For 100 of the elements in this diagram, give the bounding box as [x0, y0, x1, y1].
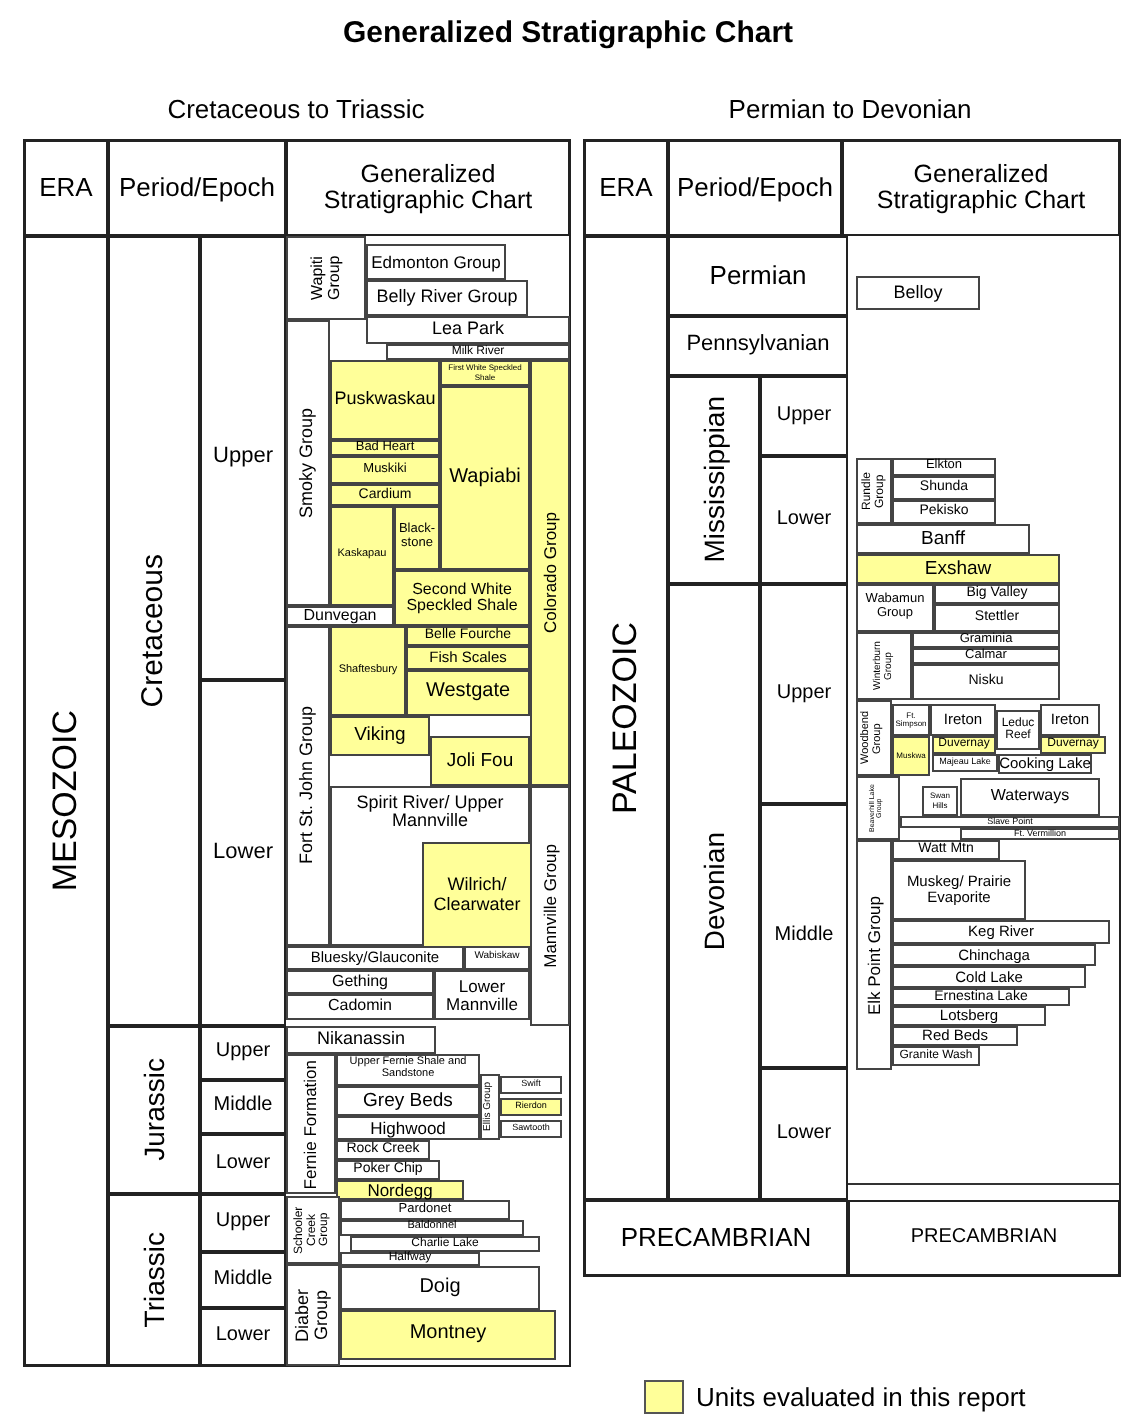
group-column: [856, 458, 892, 524]
unit-name: Waterways: [990, 788, 1070, 806]
table-cell: [842, 140, 1120, 236]
stratigraphic-unit: [340, 1220, 524, 1236]
stratigraphic-unit: [960, 828, 1120, 840]
stratigraphic-unit: [330, 786, 530, 946]
stratigraphic-unit: [892, 736, 930, 776]
stratigraphic-unit: [336, 1086, 480, 1116]
stratigraphic-unit: [336, 1160, 440, 1180]
stratigraphic-unit: [892, 704, 930, 736]
group-column: [856, 632, 912, 700]
cell-label: Middle: [213, 1269, 273, 1291]
unit-name: Fort St. John Group: [298, 706, 318, 866]
stratigraphic-unit: [892, 1026, 1018, 1046]
table-cell: [24, 140, 108, 236]
stratigraphic-unit: [406, 646, 530, 670]
stratigraphic-unit: [406, 626, 530, 646]
section-heading: Cretaceous to Triassic: [165, 94, 427, 124]
stratigraphic-unit: [856, 584, 934, 632]
stratigraphic-unit: [892, 840, 1000, 860]
unit-name: Gething: [331, 973, 389, 991]
cell-label: Upper: [776, 405, 832, 427]
cell-label: MESOZOIC: [48, 710, 84, 892]
stratigraphic-unit: [856, 276, 980, 310]
stratigraphic-unit: [500, 1120, 562, 1138]
stratigraphic-unit: [892, 458, 996, 476]
stratigraphic-unit: [892, 860, 1026, 920]
stratigraphic-unit: [900, 816, 1120, 828]
unit-name: Nordegg: [367, 1181, 433, 1199]
unit-name: Banff: [920, 529, 965, 549]
stratigraphic-unit: [340, 1252, 480, 1266]
stratigraphic-unit: [336, 1140, 430, 1160]
unit-name: Highwood: [370, 1119, 446, 1137]
table-cell: [108, 140, 286, 236]
cell-label: Devonian: [699, 832, 729, 952]
stratigraphic-unit: [286, 946, 464, 970]
cell-label: ERA: [39, 174, 93, 202]
stratigraphic-unit: [366, 316, 570, 344]
stratigraphic-unit: [892, 920, 1110, 944]
stratigraphic-unit: [330, 360, 440, 440]
cell-label: Upper: [215, 1042, 271, 1064]
unit-name: Doig: [419, 1277, 461, 1299]
stratigraphic-unit: [892, 1006, 1046, 1026]
stratigraphic-unit: [340, 1310, 556, 1360]
stratigraphic-unit: [394, 570, 530, 626]
table-cell: [200, 236, 286, 680]
table-cell: [668, 236, 848, 316]
group-column: [856, 776, 900, 840]
cell-label: Generalized Stratigraphic Chart: [874, 161, 1088, 215]
table-cell: [200, 1080, 286, 1134]
group-column: [286, 626, 330, 946]
unit-name: Wapiabi: [449, 467, 521, 489]
stratigraphic-unit: [434, 970, 530, 1020]
table-cell: [760, 376, 848, 456]
stratigraphic-unit: [500, 1098, 562, 1116]
table-cell: [200, 1308, 286, 1366]
unit-name: Lower Mannville: [444, 977, 520, 1013]
stratigraphic-unit: [932, 736, 996, 754]
table-cell: [668, 584, 760, 1200]
stratigraphic-unit: [892, 1046, 980, 1066]
stratigraphic-unit: [340, 1200, 510, 1220]
stratigraphic-unit: [286, 1026, 436, 1054]
table-cell: [668, 376, 760, 584]
table-cell: [286, 140, 570, 236]
stratigraphic-unit: [430, 736, 530, 786]
unit-name: Puskwaskau: [334, 390, 436, 410]
cell-label: Period/Epoch: [118, 174, 276, 202]
stratigraphic-unit: [912, 632, 1060, 648]
unit-name: Wilrich/ Clearwater: [431, 876, 523, 914]
cell-label: Permian: [709, 262, 807, 290]
table-cell: [108, 236, 200, 1026]
group-column: [480, 1074, 500, 1140]
unit-name: Cadomin: [327, 998, 392, 1016]
table-cell: [108, 1026, 200, 1194]
chart-title: Generalized Stratigraphic Chart: [340, 16, 796, 50]
cell-label: PRECAMBRIAN: [910, 1227, 1058, 1249]
cell-label: PRECAMBRIAN: [620, 1224, 812, 1252]
stratigraphic-unit: [330, 626, 406, 716]
unit-name: Mannville Group: [541, 844, 559, 968]
unit-name: Viking: [354, 726, 406, 746]
stratigraphic-unit: [892, 944, 1096, 966]
cell-label: Cretaceous: [138, 554, 170, 708]
cell-label: Lower: [215, 1153, 271, 1175]
stratigraphic-unit: [440, 360, 530, 386]
stratigraphic-unit: [366, 280, 528, 316]
table-cell: [760, 804, 848, 1068]
table-cell: [200, 1134, 286, 1194]
table-cell: [668, 140, 842, 236]
unit-name: Edmonton Group: [371, 253, 501, 271]
cell-label: ERA: [599, 174, 653, 202]
cell-label: PALEOZOIC: [608, 621, 644, 815]
stratigraphic-unit: [330, 716, 430, 756]
stratigraphic-unit: [996, 710, 1040, 750]
stratigraphic-unit: [406, 670, 530, 716]
stratigraphic-unit: [912, 648, 1060, 664]
cell-label: Triassic: [139, 1232, 169, 1328]
table-cell: [760, 456, 848, 584]
stratigraphic-unit: [330, 440, 440, 456]
unit-name: Wapiti Group: [309, 253, 343, 305]
stratigraphic-unit: [912, 664, 1060, 700]
